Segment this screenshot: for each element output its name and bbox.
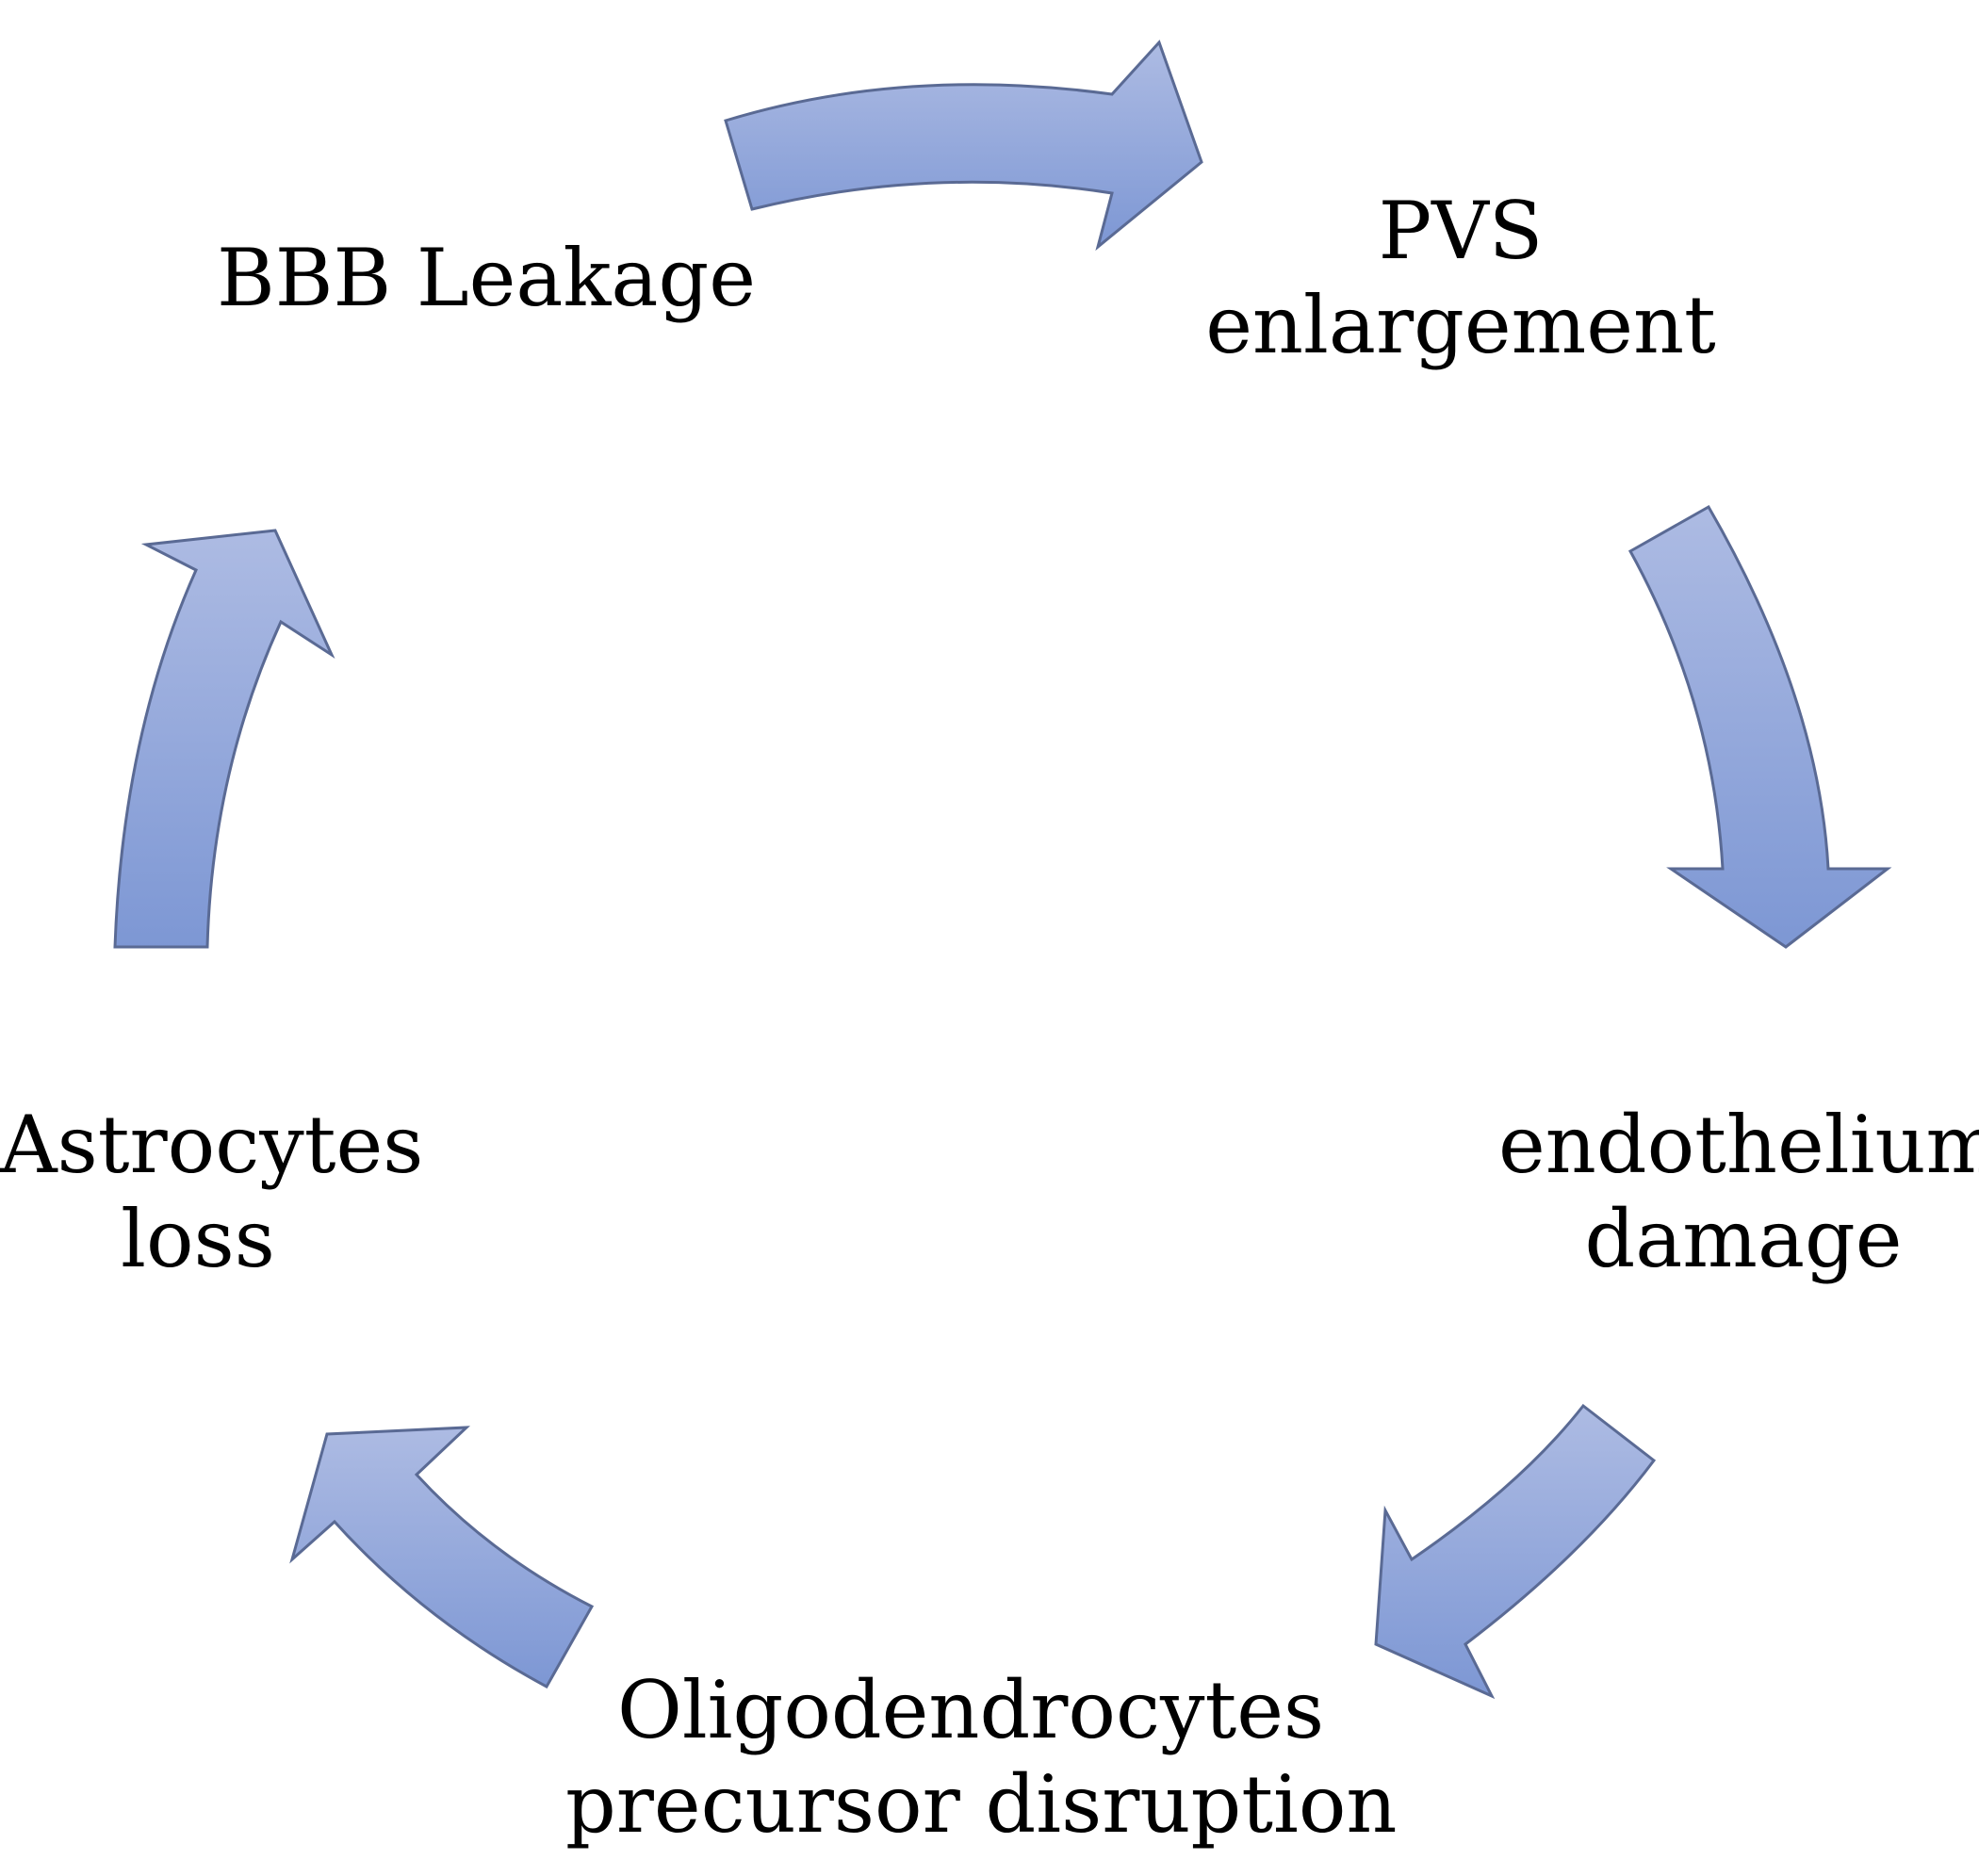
node-endothelium-damage: endothelium damage (1498, 1098, 1979, 1286)
node-oligo-line-2: precursor disruption (565, 1758, 1398, 1851)
node-bbb-leakage: BBB Leakage (217, 231, 756, 325)
node-pvs-line-1: PVS (1378, 185, 1544, 277)
arrow-pvs-to-endo (1627, 504, 1892, 949)
arrow-astro-to-bbb (113, 529, 335, 949)
arrow-bbb-to-pvs (724, 40, 1203, 252)
node-astro-line-1: Astrocytes (0, 1099, 424, 1191)
arrow-endo-to-oligo (1374, 1403, 1657, 1700)
node-astrocytes-loss: Astrocytes loss (0, 1098, 424, 1286)
arrow-oligo-to-astro (289, 1426, 595, 1689)
node-endo-line-1: endothelium (1498, 1099, 1979, 1191)
node-astro-line-2: loss (121, 1193, 275, 1285)
node-pvs-enlargement: PVS enlargement (1197, 184, 1725, 372)
node-endo-line-2: damage (1584, 1193, 1903, 1285)
node-pvs-line-2: enlargement (1205, 279, 1716, 371)
node-oligodendrocytes-precursor-disruption: Oligodendrocytes precursor disruption (565, 1663, 1398, 1852)
node-oligo-line-1: Oligodendrocytes (616, 1664, 1325, 1756)
node-bbb-line-1: BBB Leakage (217, 232, 756, 324)
